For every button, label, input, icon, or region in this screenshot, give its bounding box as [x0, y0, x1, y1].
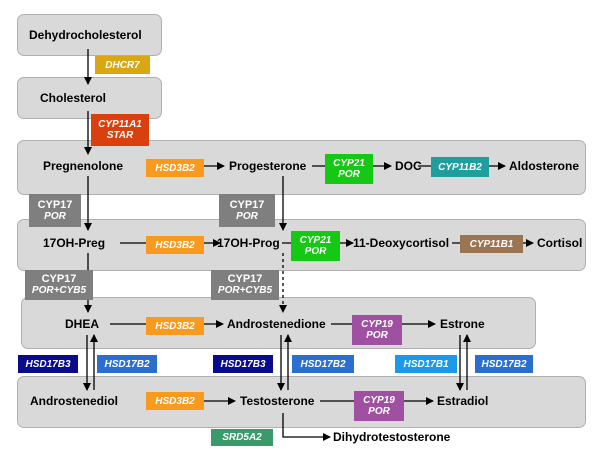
- enzyme-label: CYP17: [229, 198, 265, 211]
- enzyme-cofactor: POR: [338, 169, 360, 180]
- enzyme-cyp11b1: CYP11B1: [460, 235, 523, 253]
- enzyme-label: CYP19: [361, 319, 393, 330]
- enzyme-label: CYP17: [41, 273, 77, 285]
- enzyme-cyp11b2: CYP11B2: [431, 157, 489, 177]
- node-pregnenolone: Pregnenolone: [43, 159, 124, 173]
- band-mineralocorticoid-row: [17, 140, 586, 195]
- enzyme-hsd17b3-dhea: HSD17B3: [18, 355, 78, 373]
- band-dehydrocholesterol: [17, 14, 162, 56]
- enzyme-cyp21-17ohprog-deoxycortisol: CYP21 POR: [291, 231, 340, 261]
- enzyme-hsd3b2-preg-prog: HSD3B2: [146, 159, 204, 177]
- enzyme-hsd3b2-androstenediol-testosterone: HSD3B2: [146, 392, 204, 410]
- enzyme-label: HSD3B2: [155, 320, 195, 332]
- node-doc: DOC: [395, 159, 422, 173]
- node-aldosterone: Aldosterone: [509, 159, 580, 173]
- enzyme-label: HSD17B1: [403, 358, 449, 370]
- enzyme-dhcr7: DHCR7: [95, 56, 150, 74]
- enzyme-hsd17b1: HSD17B1: [395, 355, 457, 373]
- enzyme-cyp17-17ohprog-androstenedione: CYP17 POR+CYB5: [211, 270, 279, 300]
- enzyme-cofactor: POR: [304, 246, 327, 257]
- enzyme-cofactor: STAR: [106, 130, 134, 141]
- enzyme-cofactor: POR+CYB5: [31, 285, 87, 296]
- node-estradiol: Estradiol: [437, 394, 489, 408]
- enzyme-label: CYP19: [363, 395, 395, 406]
- enzyme-cyp21-prog-doc: CYP21 POR: [325, 154, 373, 184]
- node-17oh-preg: 17OH-Preg: [43, 236, 106, 250]
- enzyme-cofactor: POR: [366, 330, 388, 341]
- enzyme-cofactor: POR: [368, 406, 390, 417]
- enzyme-hsd17b2-testosterone: HSD17B2: [292, 355, 354, 373]
- enzyme-label: HSD3B2: [155, 395, 195, 407]
- node-17oh-prog: 17OH-Prog: [217, 236, 280, 250]
- enzyme-label: CYP21: [299, 235, 332, 246]
- enzyme-hsd17b2-androstenediol: HSD17B2: [97, 355, 157, 373]
- enzyme-label: HSD17B2: [300, 358, 346, 370]
- enzyme-label: CYP11B2: [438, 161, 482, 173]
- enzyme-label: HSD17B2: [481, 358, 527, 370]
- enzyme-hsd3b2-17ohpreg-17ohprog: HSD3B2: [146, 236, 204, 254]
- node-11-deoxycortisol: 11-Deoxycortisol: [353, 236, 450, 250]
- node-cortisol: Cortisol: [537, 236, 583, 250]
- enzyme-cyp17-prog-17ohprog: CYP17 POR: [219, 194, 275, 227]
- node-androstenediol: Androstenediol: [30, 394, 119, 408]
- node-dehydrocholesterol: Dehydrocholesterol: [29, 28, 142, 42]
- enzyme-label: HSD3B2: [155, 162, 195, 174]
- enzyme-label: HSD3B2: [155, 239, 195, 251]
- band-androgen-estrogen-row: [21, 297, 536, 349]
- enzyme-label: HSD17B2: [104, 358, 150, 370]
- enzyme-cyp19-testosterone-estradiol: CYP19 POR: [354, 391, 404, 421]
- arrow-testosterone-to-dht: [282, 413, 331, 441]
- enzyme-cofactor: POR: [236, 210, 258, 222]
- enzyme-label: CYP17: [227, 273, 263, 285]
- enzyme-label: SRD5A2: [222, 432, 262, 443]
- enzyme-srd5a2: SRD5A2: [211, 429, 273, 446]
- enzyme-label: CYP21: [333, 158, 365, 169]
- enzyme-cyp19-androstenedione-estrone: CYP19 POR: [352, 315, 402, 345]
- band-sex-steroid-row: [17, 376, 586, 428]
- enzyme-label: CYP11B1: [469, 238, 514, 250]
- enzyme-label: DHCR7: [105, 59, 140, 71]
- enzyme-label: CYP17: [37, 198, 73, 211]
- node-testosterone: Testosterone: [240, 394, 315, 408]
- enzyme-cofactor: POR: [44, 210, 66, 222]
- enzyme-cyp11a1-star: CYP11A1 STAR: [91, 114, 149, 146]
- node-dhea: DHEA: [65, 317, 100, 331]
- node-progesterone: Progesterone: [229, 159, 307, 173]
- node-dihydrotestosterone: Dihydrotestosterone: [333, 430, 451, 444]
- enzyme-hsd3b2-dhea-androstenedione: HSD3B2: [146, 317, 204, 335]
- node-androstenedione: Androstenedione: [227, 317, 326, 331]
- enzyme-cyp17-preg-17ohpreg: CYP17 POR: [29, 194, 81, 227]
- node-estrone: Estrone: [440, 317, 485, 331]
- enzyme-label: CYP11A1: [98, 119, 142, 130]
- enzyme-label: HSD17B3: [220, 358, 266, 370]
- node-cholesterol: Cholesterol: [40, 91, 107, 105]
- enzyme-cyp17-17ohpreg-dhea: CYP17 POR+CYB5: [25, 270, 93, 300]
- enzyme-hsd17b2-estradiol: HSD17B2: [475, 355, 533, 373]
- enzyme-cofactor: POR+CYB5: [217, 285, 273, 296]
- enzyme-hsd17b3-androstenedione: HSD17B3: [213, 355, 273, 373]
- enzyme-label: HSD17B3: [25, 358, 71, 370]
